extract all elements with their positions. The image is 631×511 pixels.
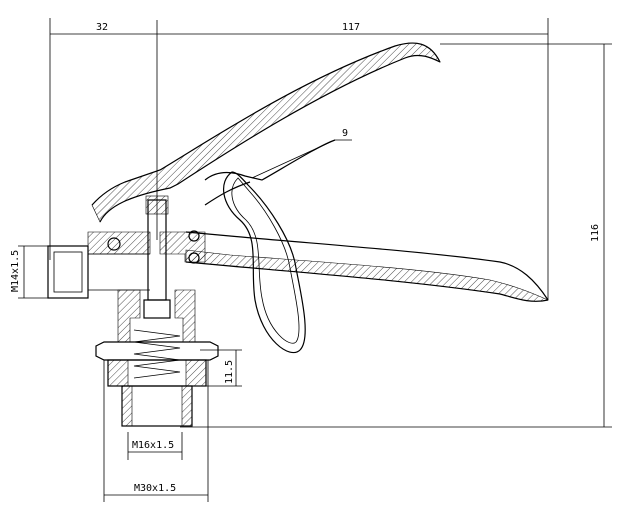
dim-bottom-outer-thread: M30x1.5 — [134, 483, 176, 494]
valve-body — [47, 195, 219, 427]
dimension-labels: 32 117 116 M14x1.5 11.5 M16x1.5 M30x1.5 … — [10, 22, 601, 494]
upper-lever — [91, 42, 441, 223]
dim-inner-height: 11.5 — [224, 360, 235, 384]
dim-top-right: 117 — [342, 22, 360, 33]
safety-ring — [223, 171, 306, 354]
dim-right-height: 116 — [590, 224, 601, 242]
callout-part-number: 9 — [342, 128, 348, 139]
dimension-lines — [18, 18, 612, 502]
dim-left-thread: M14x1.5 — [10, 250, 21, 292]
lower-handle — [185, 139, 549, 302]
dim-top-left: 32 — [96, 22, 108, 33]
dim-bottom-inner-thread: M16x1.5 — [132, 440, 174, 451]
